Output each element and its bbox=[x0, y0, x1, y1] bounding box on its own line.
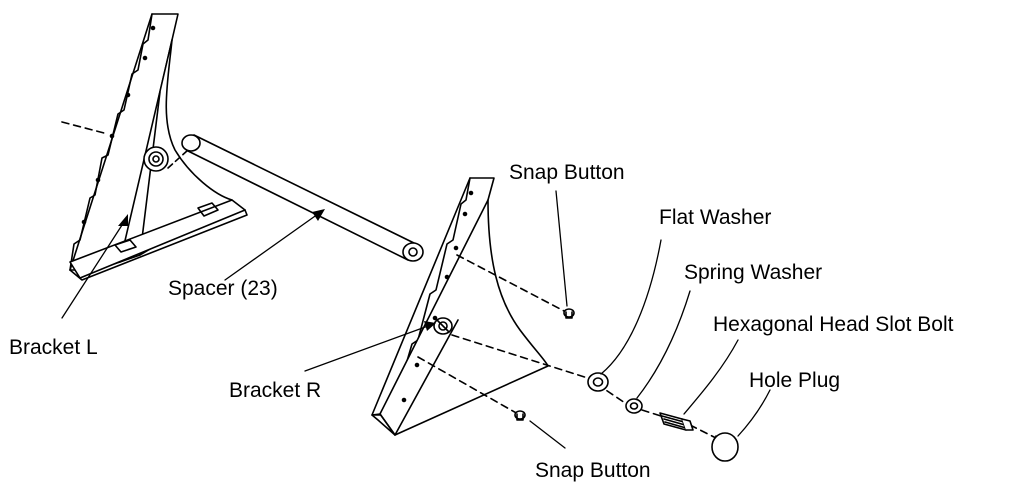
hexagonal-head-slot-bolt-label: Hexagonal Head Slot Bolt bbox=[713, 313, 954, 336]
snap-button-top-label: Snap Button bbox=[509, 161, 625, 184]
spacer-label: Spacer (23) bbox=[168, 277, 278, 300]
snap-button-bottom-label: Snap Button bbox=[535, 459, 651, 482]
bracket-l-part bbox=[61, 13, 248, 281]
hexagonal-head-slot-bolt-part bbox=[659, 412, 694, 431]
spring-washer-part bbox=[625, 398, 643, 414]
bracket-l-label: Bracket L bbox=[9, 336, 98, 359]
flat-washer-part bbox=[587, 372, 609, 392]
bracket-r-part bbox=[371, 177, 549, 436]
leader-lines bbox=[61, 190, 771, 449]
flat-washer-label: Flat Washer bbox=[659, 206, 772, 229]
spring-washer-label: Spring Washer bbox=[684, 261, 823, 284]
snap-button-top-part bbox=[563, 308, 575, 319]
bracket-r-label: Bracket R bbox=[229, 379, 322, 402]
snap-button-bottom-part bbox=[514, 410, 526, 421]
hole-plug-label: Hole Plug bbox=[749, 369, 841, 392]
hole-plug-part bbox=[711, 432, 739, 462]
spacer-part bbox=[181, 134, 424, 262]
